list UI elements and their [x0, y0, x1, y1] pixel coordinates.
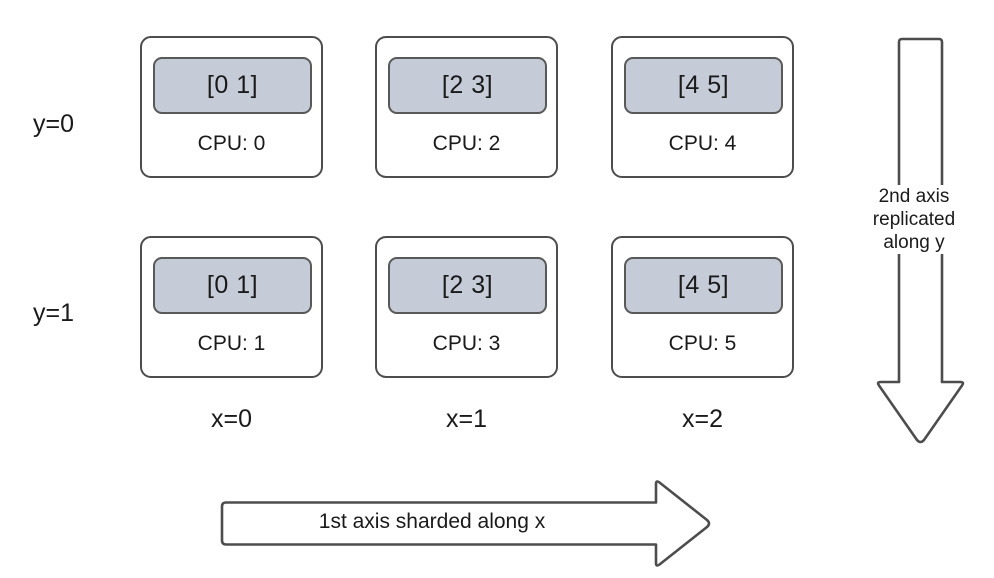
cpu-label: CPU: 2	[432, 132, 501, 155]
cpu-label: CPU: 5	[668, 332, 737, 355]
device-card-cpu-2[interactable]: [2 3] CPU: 2	[375, 36, 558, 178]
shard-chip-cpu-5: [4 5]	[624, 257, 783, 314]
device-card-cpu-0[interactable]: [0 1] CPU: 0	[140, 36, 323, 178]
cpu-label: CPU: 4	[668, 132, 737, 155]
shard-label: [2 3]	[441, 271, 494, 299]
x-axis-label-col-2: x=2	[681, 405, 723, 433]
shard-label: [0 1]	[206, 71, 259, 99]
vertical-arrow-caption-line-3: along y	[883, 232, 945, 253]
device-card-cpu-3[interactable]: [2 3] CPU: 3	[375, 236, 558, 378]
shard-chip-cpu-3: [2 3]	[388, 257, 547, 314]
shard-label: [4 5]	[677, 71, 730, 99]
device-card-cpu-4[interactable]: [4 5] CPU: 4	[611, 36, 794, 178]
x-axis-label-col-1: x=1	[445, 405, 487, 433]
cpu-label: CPU: 0	[197, 132, 266, 155]
vertical-arrow-caption: 2nd axis replicated along y	[844, 185, 984, 254]
shard-label: [0 1]	[206, 271, 259, 299]
horizontal-axis-arrow	[220, 480, 711, 567]
device-card-cpu-1[interactable]: [0 1] CPU: 1	[140, 236, 323, 378]
shard-label: [2 3]	[441, 71, 494, 99]
vertical-arrow-caption-line-1: 2nd axis	[878, 186, 950, 207]
horizontal-arrow-shape	[220, 480, 711, 567]
y-axis-label-row-1: y=1	[33, 299, 75, 327]
shard-chip-cpu-2: [2 3]	[388, 57, 547, 114]
cpu-label: CPU: 1	[197, 332, 266, 355]
x-axis-label-col-0: x=0	[210, 405, 252, 433]
y-axis-label-row-0: y=0	[33, 110, 75, 138]
horizontal-arrow-caption: 1st axis sharded along x	[318, 510, 546, 533]
shard-chip-cpu-1: [0 1]	[153, 257, 312, 314]
shard-chip-cpu-0: [0 1]	[153, 57, 312, 114]
device-card-cpu-5[interactable]: [4 5] CPU: 5	[611, 236, 794, 378]
vertical-arrow-caption-line-2: replicated	[872, 209, 956, 230]
cpu-label: CPU: 3	[432, 332, 501, 355]
shard-label: [4 5]	[677, 271, 730, 299]
shard-chip-cpu-4: [4 5]	[624, 57, 783, 114]
